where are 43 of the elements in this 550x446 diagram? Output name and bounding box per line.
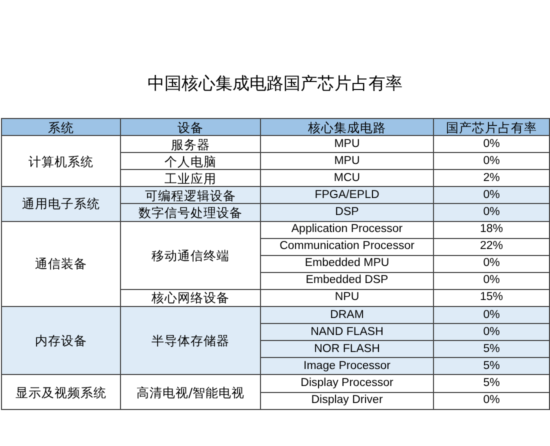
table-cell: 数字信号处理设备 [120, 204, 260, 222]
table-cell: 0% [434, 272, 550, 290]
table-cell: 0% [434, 204, 550, 222]
table-cell: 可编程逻辑设备 [120, 186, 260, 204]
table-cell: DSP [260, 204, 434, 222]
table-cell: Image Processor [260, 358, 434, 375]
table-cell: 5% [434, 374, 550, 392]
table-cell: 5% [434, 358, 550, 375]
table-cell: Display Driver [260, 392, 434, 410]
header-cell: 设备 [120, 118, 260, 136]
header-cell: 系统 [2, 118, 120, 136]
table-cell: 18% [434, 221, 550, 238]
table-cell: 内存设备 [2, 306, 120, 375]
table-cell: Application Processor [260, 221, 434, 238]
table-cell: 服务器 [120, 136, 260, 153]
header-cell: 核心集成电路 [260, 118, 434, 136]
table-cell: 0% [434, 152, 550, 170]
table-cell: 通用电子系统 [2, 186, 120, 222]
table-cell: 移动通信终端 [120, 221, 260, 290]
table-cell: 半导体存储器 [120, 306, 260, 375]
table-cell: 0% [434, 392, 550, 410]
table-cell: Display Processor [260, 374, 434, 392]
table-cell: DRAM [260, 306, 434, 324]
table-cell: MPU [260, 152, 434, 170]
table-cell: 0% [434, 306, 550, 324]
table-cell: MPU [260, 136, 434, 153]
table-cell: 显示及视频系统 [2, 374, 120, 410]
table-cell: NAND FLASH [260, 324, 434, 341]
table-cell: 22% [434, 238, 550, 256]
table-cell: Embedded DSP [260, 272, 434, 290]
table-title: 中国核心集成电路国产芯片占有率 [146, 73, 404, 95]
table-cell: 0% [434, 255, 550, 272]
table-cell: 0% [434, 324, 550, 341]
table-cell: Embedded MPU [260, 255, 434, 272]
table-cell: 0% [434, 186, 550, 204]
table-cell: NOR FLASH [260, 340, 434, 358]
header-cell: 国产芯片占有率 [434, 118, 550, 136]
table-cell: 高清电视/智能电视 [120, 374, 260, 410]
table-cell: FPGA/EPLD [260, 186, 434, 204]
table-cell: 个人电脑 [120, 152, 260, 170]
table-cell: 0% [434, 136, 550, 153]
table-cell: 5% [434, 340, 550, 358]
table-cell: Communication Processor [260, 238, 434, 256]
